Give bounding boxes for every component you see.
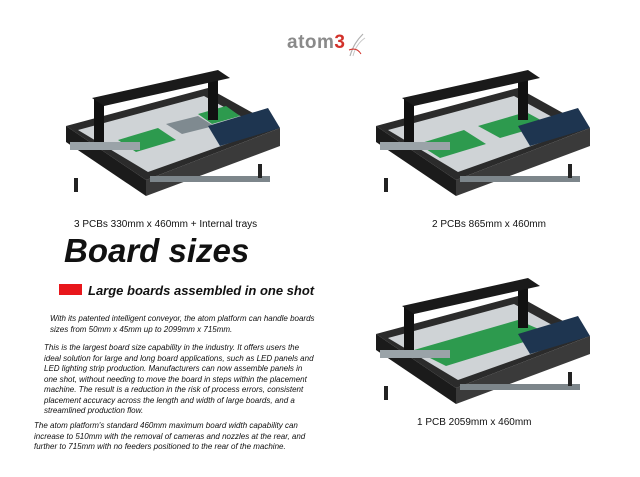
paragraph-width: The atom platform's standard 460mm maxim… bbox=[34, 421, 306, 451]
caption-2-pcbs: 2 PCBs 865mm x 460mm bbox=[432, 219, 546, 230]
machine-image-1-pcb bbox=[376, 278, 590, 404]
machine-image-3-pcbs bbox=[66, 70, 280, 196]
subheading: Large boards assembled in one shot bbox=[88, 283, 315, 298]
paragraph-capability: This is the largest board size capabilit… bbox=[44, 343, 314, 415]
logo-wordmark: atom3 bbox=[287, 32, 346, 53]
accent-bar bbox=[59, 284, 82, 295]
logo-swirl-icon bbox=[348, 33, 366, 57]
atom3-logo: atom3 bbox=[287, 32, 367, 58]
caption-3-pcbs: 3 PCBs 330mm x 460mm + Internal trays bbox=[74, 219, 258, 230]
paragraph-intro: With its patented intelligent conveyor, … bbox=[50, 314, 315, 334]
page-title: Board sizes bbox=[64, 232, 250, 269]
machine-image-2-pcbs bbox=[376, 70, 590, 196]
caption-1-pcb: 1 PCB 2059mm x 460mm bbox=[417, 417, 532, 428]
